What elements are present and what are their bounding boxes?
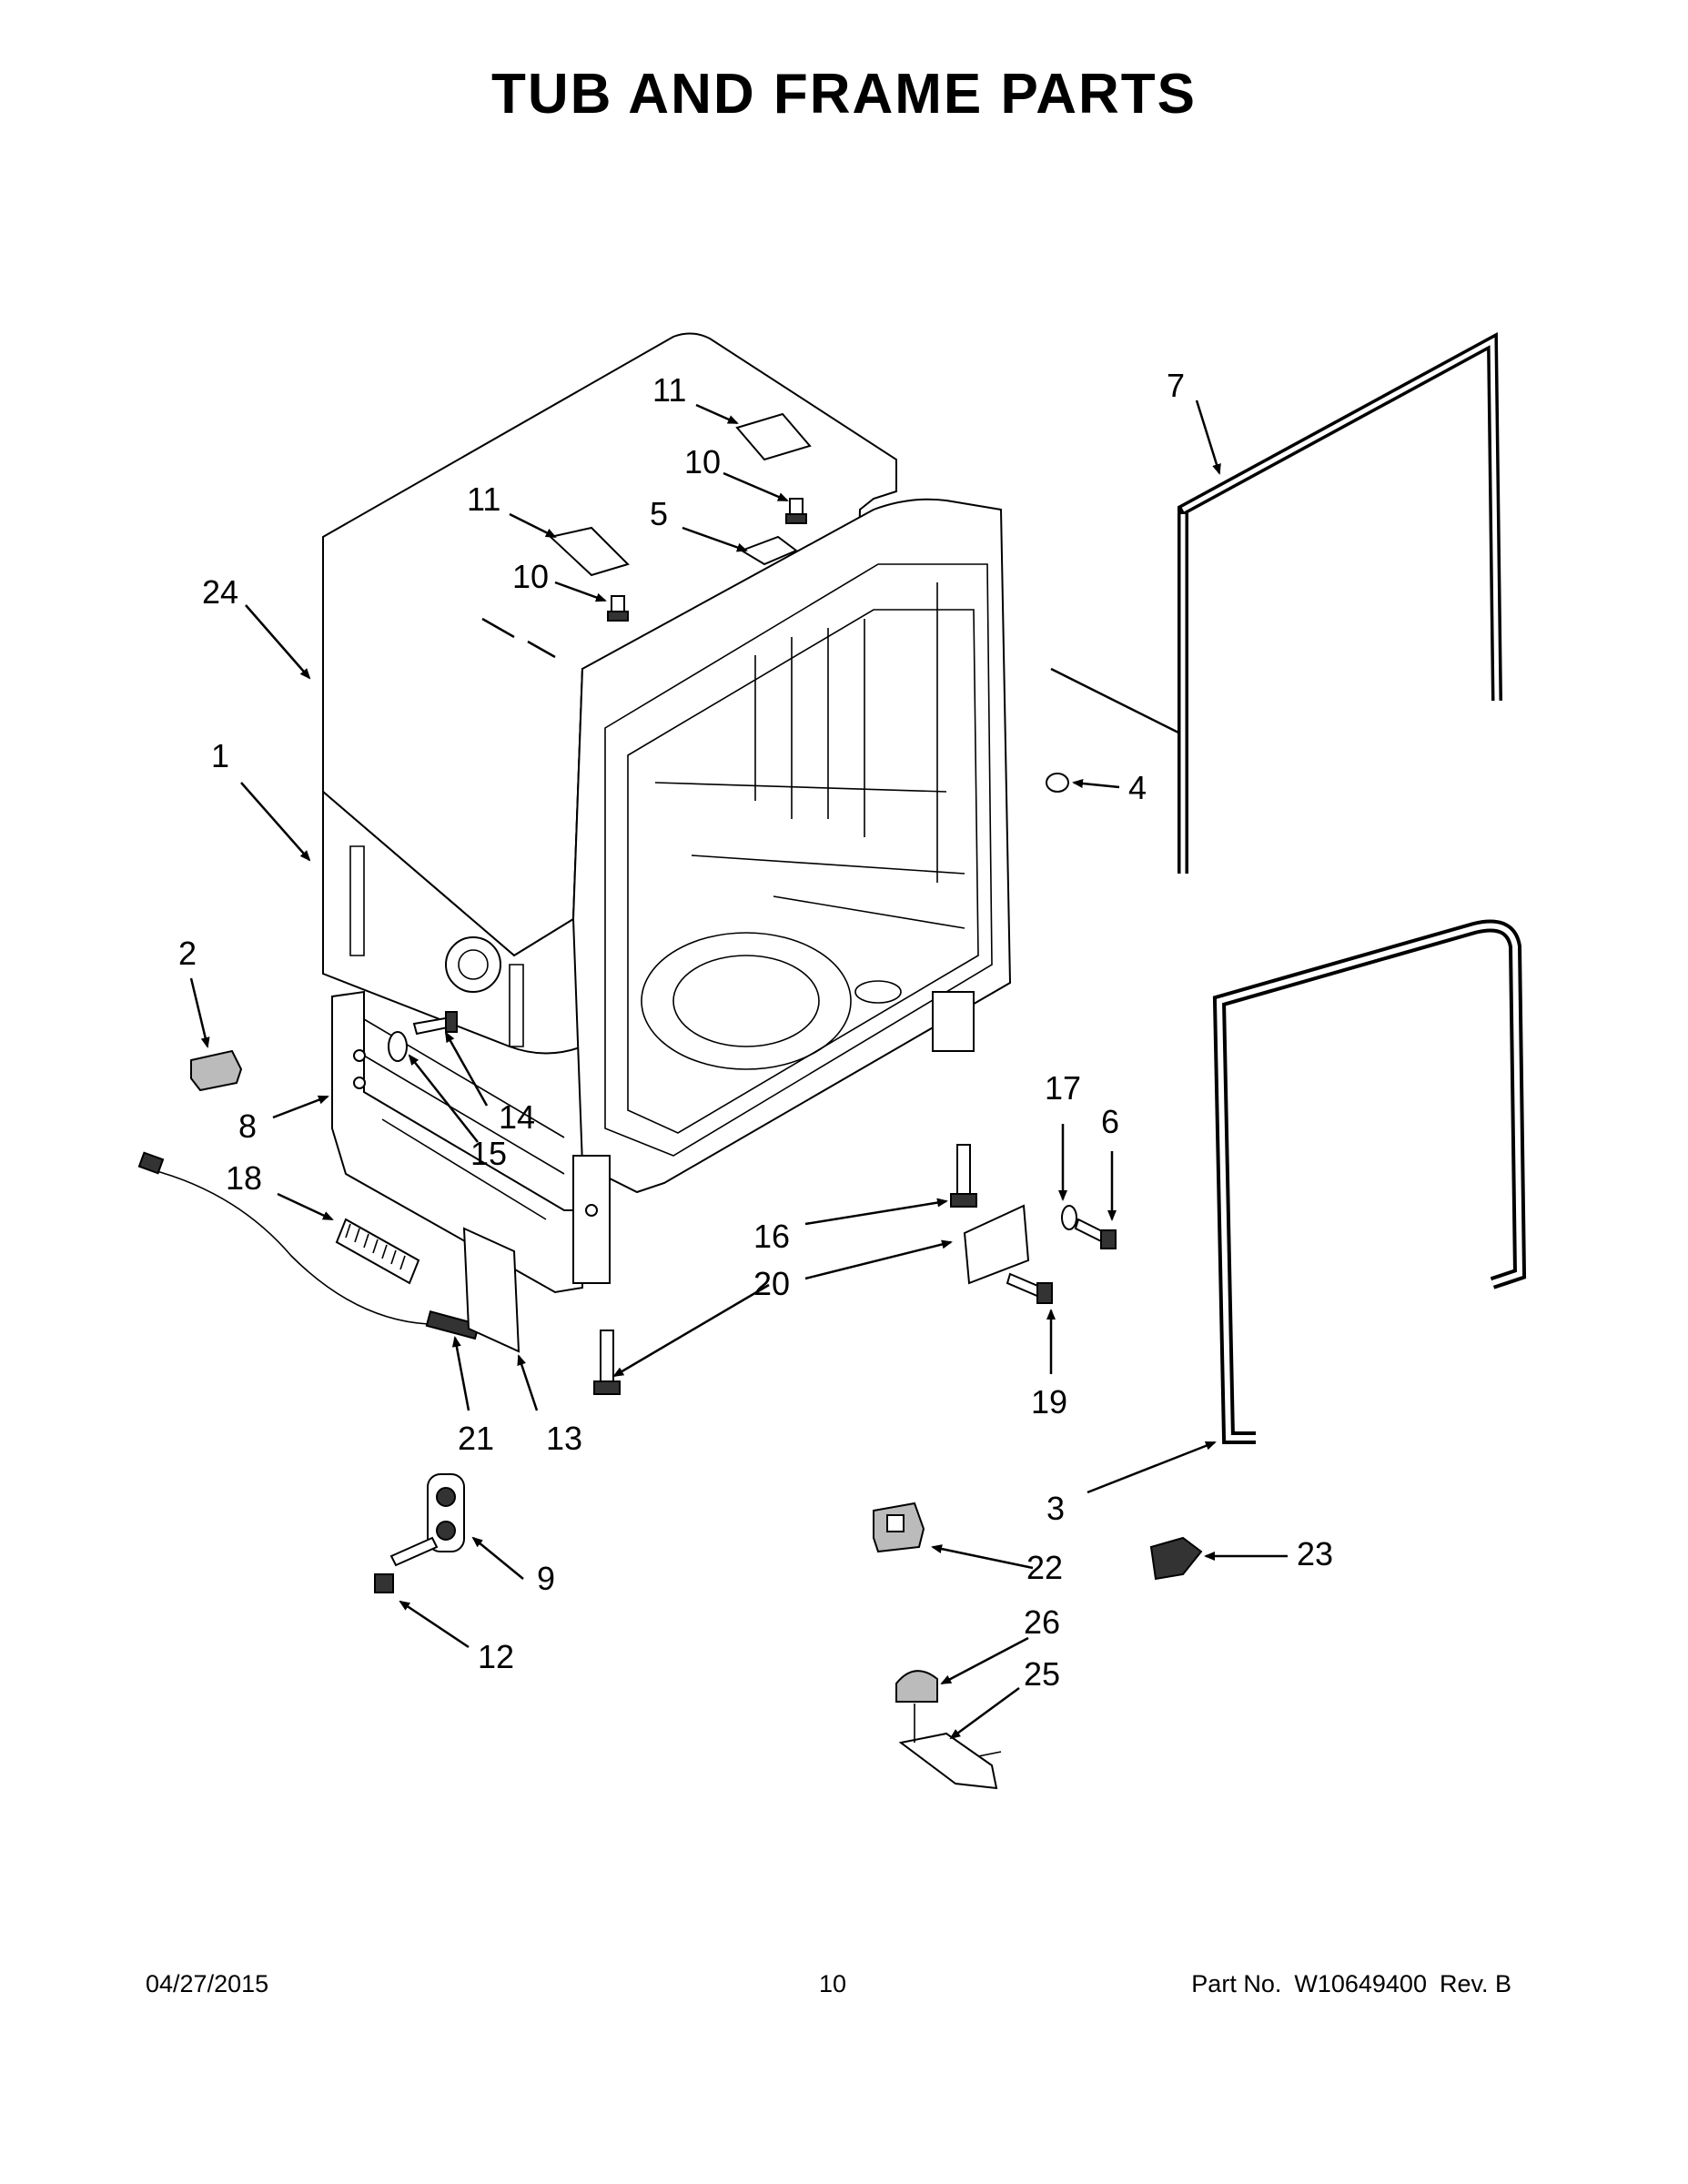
callout-12: 12: [478, 1638, 514, 1675]
part-6-screw: [1074, 1218, 1117, 1249]
part-4-plug: [1046, 773, 1069, 793]
part-11-hinge-right: [735, 412, 812, 461]
footer-part-label: Part No.: [1191, 1970, 1282, 1997]
part-13-shield: [462, 1227, 521, 1353]
base-frame: [331, 990, 975, 1294]
footer-part-number: W10649400: [1294, 1970, 1427, 1997]
part-23-clip: [1149, 1536, 1203, 1581]
callout-10-left: 10: [512, 558, 549, 595]
callout-26: 26: [1024, 1603, 1060, 1641]
part-22-block: [873, 1502, 925, 1553]
callout-10-right: 10: [684, 443, 721, 480]
callout-13: 13: [546, 1420, 582, 1457]
part-10-screw-left: [607, 595, 629, 622]
footer-part-info: Part No. W10649400 Rev. B: [1191, 1970, 1524, 1998]
callout-15: 15: [470, 1135, 507, 1172]
part-15-washer: [388, 1031, 408, 1062]
part-16-leg-left: [593, 1330, 621, 1395]
leader-lines: [189, 399, 1288, 1740]
part-25-bracket: [898, 1732, 998, 1790]
callout-1: 1: [211, 737, 229, 774]
callout-8: 8: [238, 1107, 257, 1145]
part-19-screw: [1006, 1272, 1053, 1304]
lower-gasket: [1212, 919, 1527, 1444]
part-5-clip: [739, 535, 798, 566]
callout-25: 25: [1024, 1655, 1060, 1693]
callout-14: 14: [499, 1098, 535, 1136]
callout-5: 5: [650, 495, 668, 532]
callout-16: 16: [753, 1218, 790, 1255]
footer-date: 04/27/2015: [146, 1970, 269, 1997]
callout-19: 19: [1031, 1383, 1067, 1421]
callout-18: 18: [226, 1159, 262, 1197]
callout-3: 3: [1046, 1490, 1065, 1527]
callout-6: 6: [1101, 1103, 1119, 1140]
callout-17: 17: [1045, 1069, 1081, 1107]
part-11-hinge-left: [548, 526, 630, 577]
part-9-mount: [427, 1473, 465, 1552]
part-10-screw-right: [785, 498, 807, 524]
part-12-screw: [374, 1536, 439, 1593]
part-14-screw: [412, 1011, 458, 1036]
callout-2: 2: [178, 935, 197, 972]
footer-revision: Rev. B: [1439, 1970, 1511, 1997]
callout-21: 21: [458, 1420, 494, 1457]
part-16-leg-right: [950, 1144, 977, 1208]
part-18-cable-spring: [137, 1151, 429, 1325]
page-title: TUB AND FRAME PARTS: [490, 63, 1198, 126]
callout-20: 20: [753, 1265, 790, 1302]
door-gasket: [1178, 331, 1502, 874]
callout-7: 7: [1167, 367, 1185, 404]
tub-assembly: [322, 332, 1188, 1194]
callout-23: 23: [1297, 1535, 1333, 1572]
part-17-washer: [1061, 1205, 1077, 1230]
callout-11-right: 11: [652, 371, 686, 409]
callout-22: 22: [1026, 1549, 1063, 1586]
callout-4: 4: [1128, 769, 1147, 806]
part-26-cap: [895, 1670, 938, 1703]
part-2-bracket: [190, 1049, 243, 1092]
footer-page-number: 10: [819, 1970, 847, 1997]
callout-labels: 7 11 10 11 5 10 24 1 4 2 17 14 6 8 15 18…: [178, 367, 1333, 1693]
callout-24: 24: [202, 573, 238, 611]
callout-9: 9: [537, 1560, 555, 1597]
part-20-bracket: [963, 1204, 1030, 1285]
callout-11-left: 11: [467, 480, 500, 518]
